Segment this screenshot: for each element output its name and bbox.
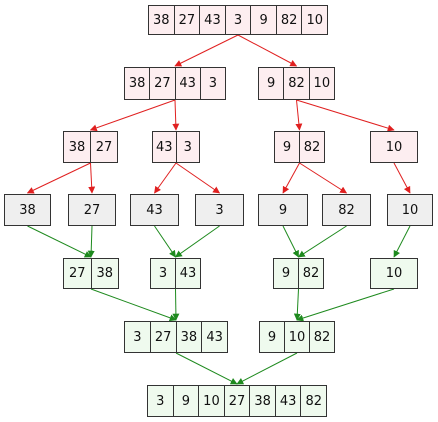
array-cell: 3 (125, 322, 150, 352)
array-s9: 9 (258, 194, 308, 226)
array-s10: 10 (387, 194, 433, 226)
merge-arrow (90, 288, 177, 322)
array-cell: 43 (174, 68, 200, 99)
split-arrow (175, 162, 221, 194)
array-cell: 43 (201, 322, 227, 352)
array-cell: 10 (371, 259, 417, 288)
split-arrow (282, 162, 300, 194)
array-cell: 9 (275, 132, 299, 162)
array-cell: 82 (299, 132, 324, 162)
merge-arrow (154, 225, 176, 258)
array-cell: 27 (173, 6, 200, 34)
split-arrow (174, 34, 239, 67)
array-cell: 82 (300, 386, 327, 416)
array-cell: 10 (198, 386, 224, 416)
array-cell: 10 (371, 132, 417, 162)
array-cell: 9 (250, 6, 276, 34)
array-cell: 27 (223, 386, 250, 416)
array-m4: 10 (370, 258, 418, 289)
array-cell: 38 (64, 132, 90, 162)
array-cell: 82 (323, 195, 370, 225)
merge-arrow (293, 288, 301, 321)
split-arrow (26, 162, 91, 194)
array-cell: 43 (131, 195, 178, 225)
merge-arrow (175, 352, 238, 385)
array-s82: 82 (322, 194, 371, 226)
array-cell: 3 (151, 259, 175, 288)
array-cell: 27 (90, 132, 117, 162)
array-cell: 3 (148, 386, 173, 416)
array-cell: 3 (199, 68, 225, 99)
array-cell: 38 (249, 386, 275, 416)
array-cell: 38 (175, 322, 202, 352)
merge-arrow (87, 225, 95, 258)
array-cell: 10 (388, 195, 432, 225)
array-cell: 3 (175, 132, 199, 162)
array-cell: 43 (274, 386, 301, 416)
merge-arrow (236, 352, 298, 385)
merge-arrow (393, 225, 411, 258)
array-RR: 10 (370, 131, 418, 163)
split-arrow (172, 99, 180, 131)
array-cell: 82 (283, 68, 309, 99)
array-cell: 27 (69, 195, 115, 225)
array-s27: 27 (68, 194, 116, 226)
array-cell: 38 (5, 195, 50, 225)
array-cell: 3 (196, 195, 243, 225)
merge-arrow (296, 288, 395, 322)
split-arrow (295, 99, 303, 131)
array-cell: 43 (199, 6, 225, 34)
split-arrow (89, 99, 176, 132)
array-cell: 9 (274, 259, 298, 288)
array-cell: 9 (259, 68, 284, 99)
array-cell: 10 (301, 6, 328, 34)
array-cell: 38 (90, 259, 118, 288)
array-cell: 3 (224, 6, 251, 34)
array-cell: 38 (149, 6, 174, 34)
split-arrow (88, 162, 96, 194)
merge-arrow (282, 225, 299, 258)
split-arrow (296, 99, 395, 132)
array-s38: 38 (4, 194, 51, 226)
array-cell: 38 (125, 68, 150, 99)
array-cell: 82 (275, 6, 302, 34)
array-s3: 3 (195, 194, 244, 226)
array-s43: 43 (130, 194, 179, 226)
array-cell: 10 (284, 322, 309, 352)
array-cell: 27 (149, 322, 176, 352)
array-cell: 27 (149, 68, 175, 99)
array-cell: 43 (153, 132, 176, 162)
array-cell: 82 (298, 259, 323, 288)
merge-arrow (174, 225, 220, 258)
merge-arrow (27, 225, 92, 258)
merge-arrow (172, 288, 180, 321)
array-cell: 10 (308, 68, 334, 99)
array-cell: 82 (309, 322, 334, 352)
array-cell: 43 (175, 259, 200, 288)
split-arrow (154, 162, 177, 194)
array-cell: 27 (64, 259, 91, 288)
split-arrow (393, 162, 411, 194)
split-arrow (237, 34, 298, 67)
split-arrow (299, 162, 348, 194)
array-cell: 9 (260, 322, 284, 352)
merge-arrow (297, 225, 347, 258)
array-cell: 9 (172, 386, 199, 416)
array-cell: 9 (259, 195, 307, 225)
